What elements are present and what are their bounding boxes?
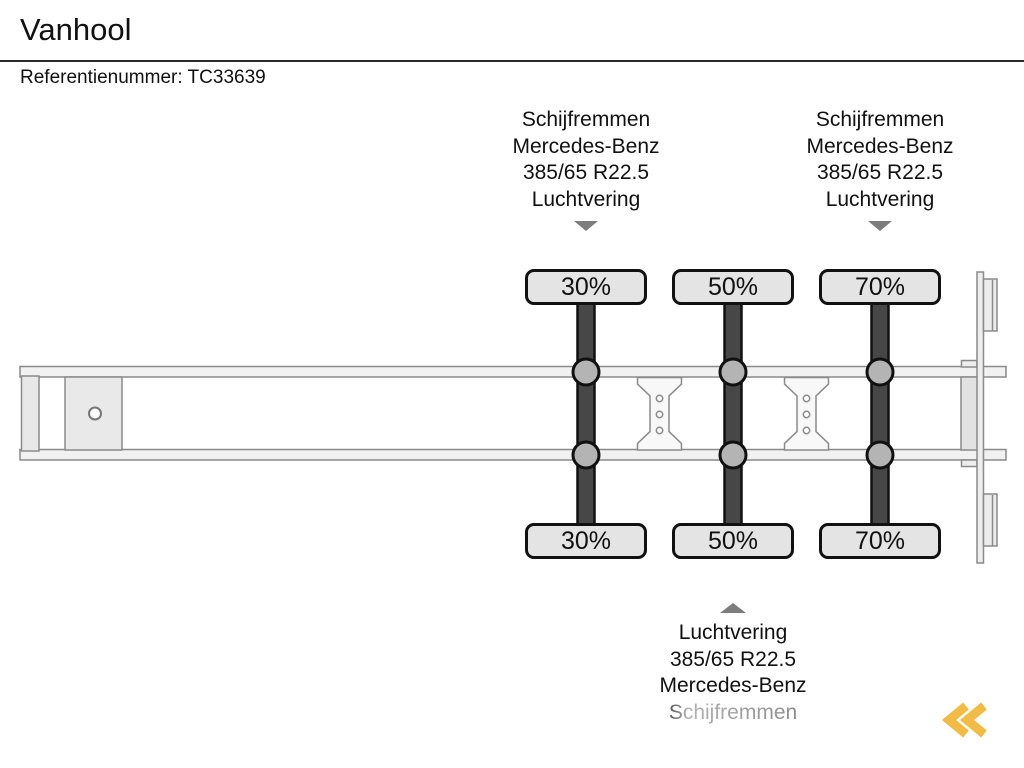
rear-crossbeam xyxy=(960,376,979,451)
cross-member xyxy=(636,376,683,451)
page-title: Vanhool xyxy=(20,12,132,47)
spec-line: Schijfremmen xyxy=(815,108,945,131)
tread-label-axle3-top: 70% xyxy=(819,269,941,305)
reference-number: Referentienummer: TC33639 xyxy=(20,67,266,88)
kingpin xyxy=(88,406,102,421)
wheel-hub xyxy=(571,440,601,470)
wheel-hub xyxy=(865,357,895,387)
tread-label-axle2-bottom: 50% xyxy=(672,523,794,559)
spec-line: Luchtvering xyxy=(531,187,641,211)
cross-member xyxy=(783,376,830,451)
triangle-down-icon xyxy=(574,221,598,231)
spec-line: 385/65 R22.5 xyxy=(669,647,797,671)
wheel-hub xyxy=(865,440,895,470)
triangle-down-icon xyxy=(868,221,892,231)
axle-3 xyxy=(865,286,895,542)
front-end-member xyxy=(20,375,40,452)
tread-label-axle2-top: 50% xyxy=(672,269,794,305)
rear-lamp-bottom xyxy=(982,493,998,547)
rear-lamp-top xyxy=(982,278,998,332)
wheel-hub xyxy=(718,440,748,470)
tread-label-axle1-top: 30% xyxy=(525,269,647,305)
spec-line: Luchtvering xyxy=(825,187,935,211)
spec-block-top-left: Schijfremmen Mercedes-Benz 385/65 R22.5 … xyxy=(436,107,736,213)
watermark-fade xyxy=(658,700,820,726)
spec-line: Schijfremmen xyxy=(521,108,651,131)
wheel-hub xyxy=(571,357,601,387)
wheel-hub xyxy=(718,357,748,387)
spec-line: Luchtvering xyxy=(678,621,788,644)
tread-label-axle1-bottom: 30% xyxy=(525,523,647,559)
spec-block-top-right: Schijfremmen Mercedes-Benz 385/65 R22.5 … xyxy=(730,107,1024,213)
spec-line: 385/65 R22.5 xyxy=(522,161,650,184)
rear-bumper-bar xyxy=(976,271,985,564)
axle-beam xyxy=(576,286,596,542)
axle-beam xyxy=(870,286,890,542)
chassis-top-rail xyxy=(19,365,1007,378)
spec-line: Mercedes-Benz xyxy=(659,674,807,697)
triangle-up-icon xyxy=(720,603,746,613)
chassis-bottom-rail xyxy=(19,448,1007,461)
spec-line: Mercedes-Benz xyxy=(512,134,660,158)
axle-2 xyxy=(718,286,748,542)
header-divider xyxy=(0,60,1024,62)
spec-line: 385/65 R22.5 xyxy=(816,161,944,184)
tread-label-axle3-bottom: 70% xyxy=(819,523,941,559)
rear-bracket-top xyxy=(960,359,978,368)
rear-bracket-bottom xyxy=(960,459,978,468)
rear-end-structure xyxy=(960,271,998,564)
spec-line: Mercedes-Benz xyxy=(806,134,954,158)
axle-beam xyxy=(723,286,743,542)
axle-1 xyxy=(571,286,601,542)
double-left-chevron-icon xyxy=(941,702,987,738)
